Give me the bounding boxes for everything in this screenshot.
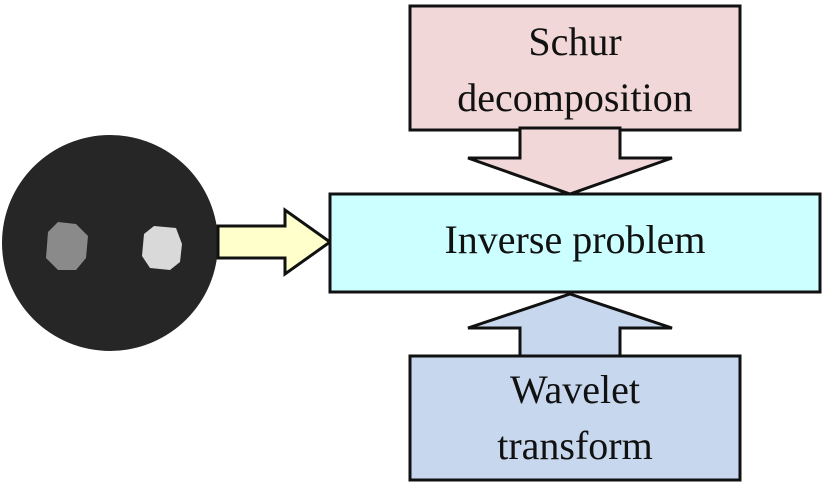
schur-label: Schur decomposition bbox=[410, 14, 740, 126]
phantom-inclusion-right bbox=[142, 226, 182, 270]
schur-box bbox=[408, 4, 742, 132]
input-arrow bbox=[216, 207, 333, 277]
wavelet-label: Wavelet transform bbox=[410, 362, 740, 474]
schur-label-line-2: decomposition bbox=[457, 75, 693, 120]
inverse-problem-label: Inverse problem bbox=[444, 217, 706, 262]
phantom-disk bbox=[2, 135, 218, 351]
up-arrow bbox=[467, 292, 673, 360]
wavelet-label-line-1: Wavelet bbox=[509, 367, 641, 412]
wavelet-box bbox=[408, 354, 742, 482]
phantom-inclusion-left bbox=[46, 222, 88, 270]
down-arrow bbox=[467, 126, 673, 196]
schur-label-line-1: Schur bbox=[528, 19, 622, 64]
phantom-image bbox=[2, 135, 218, 351]
inverse-problem-box bbox=[328, 192, 822, 294]
wavelet-label-line-2: transform bbox=[497, 423, 653, 468]
